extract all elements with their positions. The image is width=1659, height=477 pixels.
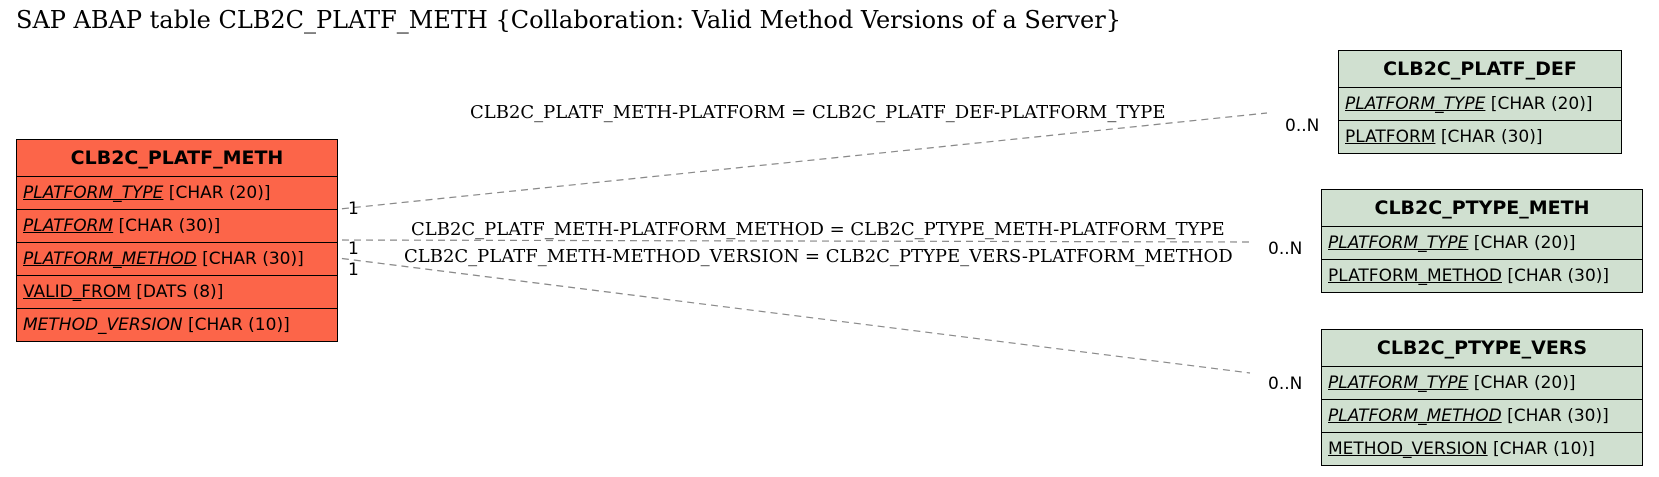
- field-type: [CHAR (20)]: [1468, 373, 1576, 393]
- field-row: PLATFORM_METHOD [CHAR (30)]: [17, 243, 337, 276]
- relation-line-ptype-meth: [329, 239, 1251, 243]
- entity-header: CLB2C_PLATF_METH: [17, 140, 337, 177]
- relation-label-ptype-vers: CLB2C_PLATF_METH-METHOD_VERSION = CLB2C_…: [404, 246, 1233, 267]
- field-type: [CHAR (20)]: [1468, 233, 1576, 253]
- field-name: METHOD_VERSION: [1328, 439, 1488, 459]
- entity-header: CLB2C_PTYPE_VERS: [1322, 330, 1642, 367]
- field-name: METHOD_VERSION: [23, 315, 183, 335]
- field-name: VALID_FROM: [23, 282, 131, 302]
- field-name: PLATFORM: [23, 216, 114, 236]
- field-type: [CHAR (20)]: [1485, 94, 1593, 114]
- diagram-title: SAP ABAP table CLB2C_PLATF_METH {Collabo…: [16, 6, 1121, 34]
- field-name: PLATFORM_TYPE: [1328, 373, 1469, 393]
- field-name: PLATFORM: [1345, 127, 1436, 147]
- entity-clb2c-platf-def[interactable]: CLB2C_PLATF_DEF PLATFORM_TYPE [CHAR (20)…: [1338, 50, 1622, 154]
- field-name: PLATFORM_TYPE: [23, 183, 164, 203]
- field-type: [CHAR (10)]: [182, 315, 290, 335]
- entity-header: CLB2C_PTYPE_METH: [1322, 190, 1642, 227]
- field-row: PLATFORM [CHAR (30)]: [17, 210, 337, 243]
- field-type: [DATS (8)]: [130, 282, 224, 302]
- field-row: PLATFORM_TYPE [CHAR (20)]: [1322, 227, 1642, 260]
- entity-clb2c-ptype-meth[interactable]: CLB2C_PTYPE_METH PLATFORM_TYPE [CHAR (20…: [1321, 189, 1643, 293]
- field-type: [CHAR (30)]: [113, 216, 221, 236]
- field-row: METHOD_VERSION [CHAR (10)]: [1322, 433, 1642, 465]
- field-name: PLATFORM_METHOD: [1328, 406, 1502, 426]
- cardinality-to-ptype-vers: 0..N: [1268, 374, 1303, 394]
- field-type: [CHAR (20)]: [163, 183, 271, 203]
- cardinality-from-ptype-meth: 1: [348, 239, 359, 259]
- cardinality-from-platf-def: 1: [348, 199, 359, 219]
- field-type: [CHAR (10)]: [1487, 439, 1595, 459]
- relation-label-platf-def: CLB2C_PLATF_METH-PLATFORM = CLB2C_PLATF_…: [470, 102, 1166, 123]
- field-row: VALID_FROM [DATS (8)]: [17, 276, 337, 309]
- relation-label-ptype-meth: CLB2C_PLATF_METH-PLATFORM_METHOD = CLB2C…: [411, 219, 1225, 240]
- cardinality-from-ptype-vers: 1: [348, 260, 359, 280]
- field-row: PLATFORM_TYPE [CHAR (20)]: [1339, 88, 1621, 121]
- cardinality-to-ptype-meth: 0..N: [1268, 239, 1303, 259]
- field-row: PLATFORM_METHOD [CHAR (30)]: [1322, 400, 1642, 433]
- field-name: PLATFORM_METHOD: [1328, 266, 1502, 286]
- entity-clb2c-platf-meth[interactable]: CLB2C_PLATF_METH PLATFORM_TYPE [CHAR (20…: [16, 139, 338, 342]
- field-row: PLATFORM_TYPE [CHAR (20)]: [1322, 367, 1642, 400]
- field-type: [CHAR (30)]: [196, 249, 304, 269]
- field-name: PLATFORM_TYPE: [1345, 94, 1486, 114]
- field-type: [CHAR (30)]: [1502, 266, 1610, 286]
- relation-line-platf-def: [329, 112, 1268, 211]
- entity-clb2c-ptype-vers[interactable]: CLB2C_PTYPE_VERS PLATFORM_TYPE [CHAR (20…: [1321, 329, 1643, 466]
- field-name: PLATFORM_TYPE: [1328, 233, 1469, 253]
- field-type: [CHAR (30)]: [1501, 406, 1609, 426]
- cardinality-to-platf-def: 0..N: [1285, 116, 1320, 136]
- field-row: PLATFORM_METHOD [CHAR (30)]: [1322, 260, 1642, 292]
- field-row: METHOD_VERSION [CHAR (10)]: [17, 309, 337, 341]
- relation-line-ptype-vers: [329, 256, 1251, 374]
- field-type: [CHAR (30)]: [1435, 127, 1543, 147]
- field-row: PLATFORM [CHAR (30)]: [1339, 121, 1621, 153]
- entity-header: CLB2C_PLATF_DEF: [1339, 51, 1621, 88]
- field-row: PLATFORM_TYPE [CHAR (20)]: [17, 177, 337, 210]
- field-name: PLATFORM_METHOD: [23, 249, 197, 269]
